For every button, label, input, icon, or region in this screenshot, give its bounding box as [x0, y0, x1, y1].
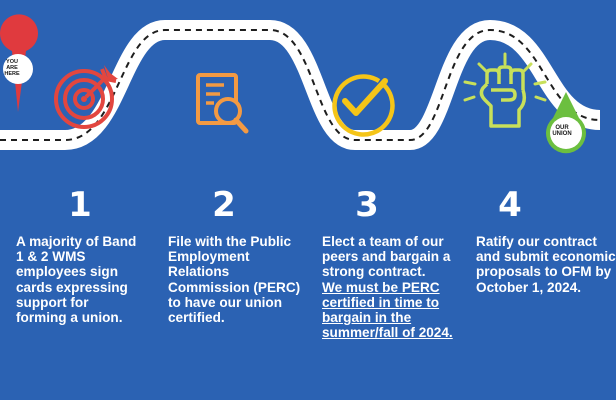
end-pin — [546, 92, 586, 154]
document-search-icon — [196, 73, 249, 134]
road-path — [0, 19, 601, 150]
step-2-number: 2 — [212, 185, 236, 225]
step-2-description: File with the Public Employment Relation… — [168, 234, 308, 325]
winding-road — [0, 14, 601, 154]
checkmark-icon — [332, 74, 395, 137]
step-3-description: Elect a team of our peers and bargain a … — [322, 234, 462, 340]
road-center-dashes — [0, 28, 601, 141]
step-3-text: Elect a team of our peers and bargain a … — [322, 234, 451, 280]
step-4-number: 4 — [498, 185, 522, 225]
step-3-deadline-link[interactable]: We must be PERC certified in time to bar… — [322, 279, 453, 341]
step-1-text: A majority of Band 1 & 2 WMS employees s… — [16, 234, 137, 326]
roadmap-diagram: YOU ARE HERE OUR UNION 1 2 3 4 A majorit… — [0, 14, 616, 341]
step-4-description: Ratify our contract and submit economic … — [476, 234, 616, 295]
step-2-text: File with the Public Employment Relation… — [168, 234, 301, 326]
step-1-description: A majority of Band 1 & 2 WMS employees s… — [16, 234, 141, 325]
start-marker-label: YOU ARE HERE — [4, 59, 20, 77]
raised-fist-icon — [463, 52, 547, 128]
step-3-number: 3 — [355, 185, 379, 225]
step-1-number: 1 — [68, 185, 92, 225]
start-pin — [0, 14, 39, 112]
end-marker-label: OUR UNION — [552, 125, 572, 138]
step-4-text: Ratify our contract and submit economic … — [476, 234, 616, 295]
target-icon — [54, 65, 118, 129]
